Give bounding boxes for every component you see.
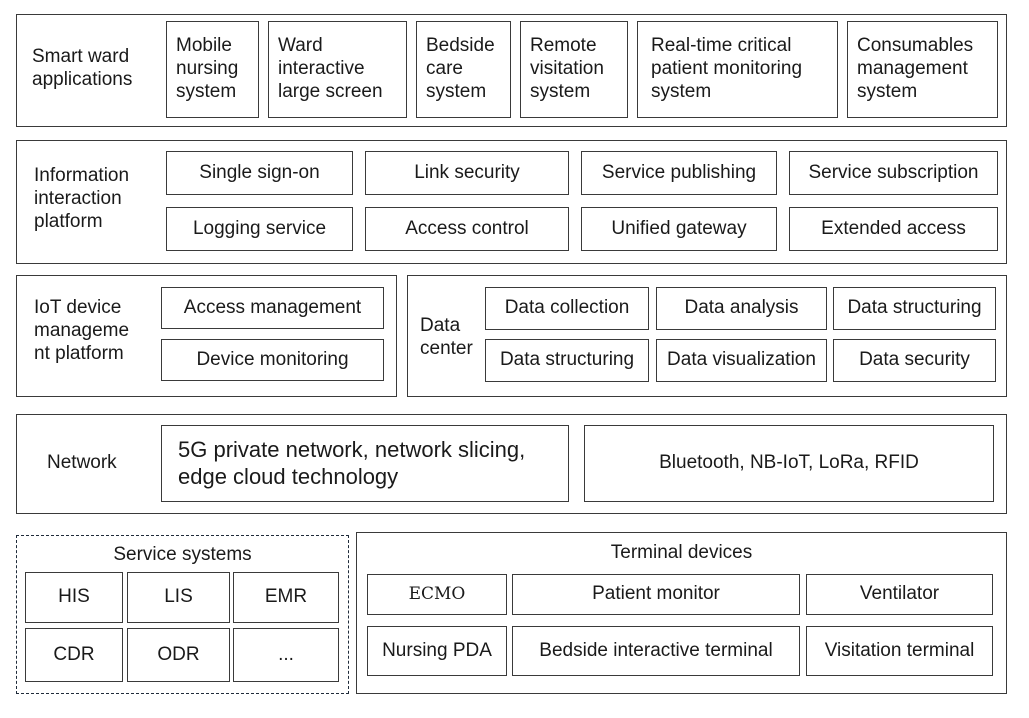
network-layer-label: Network: [47, 452, 117, 473]
ward-interactive-large-screen-box: Ward interactive large screen: [268, 21, 407, 118]
mobile-nursing-system-box: Mobile nursing system: [166, 21, 259, 118]
patient-monitor-box: Patient monitor: [512, 574, 800, 615]
bluetooth-nbiot-lora-rfid-box: Bluetooth, NB-IoT, LoRa, RFID: [584, 425, 994, 502]
odr-box: ODR: [127, 628, 230, 682]
his-box: HIS: [25, 572, 123, 623]
information-interaction-layer-label: Information interaction platform: [34, 165, 130, 232]
link-security-box: Link security: [365, 151, 569, 195]
ecmo-box: ECMO: [367, 574, 507, 615]
remote-visitation-system-box: Remote visitation system: [520, 21, 628, 118]
bedside-interactive-terminal-box: Bedside interactive terminal: [512, 626, 800, 676]
data-visualization-box: Data visualization: [656, 339, 827, 382]
smart-ward-layer-label: Smart ward applications: [32, 46, 133, 90]
realtime-critical-patient-monitoring-box: Real-time critical patient monitoring sy…: [637, 21, 838, 118]
lis-box: LIS: [127, 572, 230, 623]
service-subscription-box: Service subscription: [789, 151, 998, 195]
access-control-box: Access control: [365, 207, 569, 251]
device-monitoring-box: Device monitoring: [161, 339, 384, 381]
ventilator-box: Ventilator: [806, 574, 993, 615]
single-sign-on-box: Single sign-on: [166, 151, 353, 195]
unified-gateway-box: Unified gateway: [581, 207, 777, 251]
5g-private-network-box: 5G private network, network slicing, edg…: [161, 425, 569, 502]
emr-box: EMR: [233, 572, 339, 623]
data-structuring-box-top: Data structuring: [833, 287, 996, 330]
more-systems-box: ...: [233, 628, 339, 682]
data-center-layer-label: Data center: [420, 315, 473, 359]
access-management-box: Access management: [161, 287, 384, 329]
bedside-care-system-box: Bedside care system: [416, 21, 511, 118]
extended-access-box: Extended access: [789, 207, 998, 251]
data-structuring-box-bottom: Data structuring: [485, 339, 649, 382]
visitation-terminal-box: Visitation terminal: [806, 626, 993, 676]
terminal-devices-title: Terminal devices: [610, 542, 753, 563]
nursing-pda-box: Nursing PDA: [367, 626, 507, 676]
service-systems-title: Service systems: [113, 544, 252, 565]
logging-service-box: Logging service: [166, 207, 353, 251]
data-collection-box: Data collection: [485, 287, 649, 330]
data-security-box: Data security: [833, 339, 996, 382]
cdr-box: CDR: [25, 628, 123, 682]
data-analysis-box: Data analysis: [656, 287, 827, 330]
consumables-management-system-box: Consumables management system: [847, 21, 998, 118]
service-publishing-box: Service publishing: [581, 151, 777, 195]
iot-management-layer-label: IoT device manageme nt platform: [34, 297, 130, 364]
